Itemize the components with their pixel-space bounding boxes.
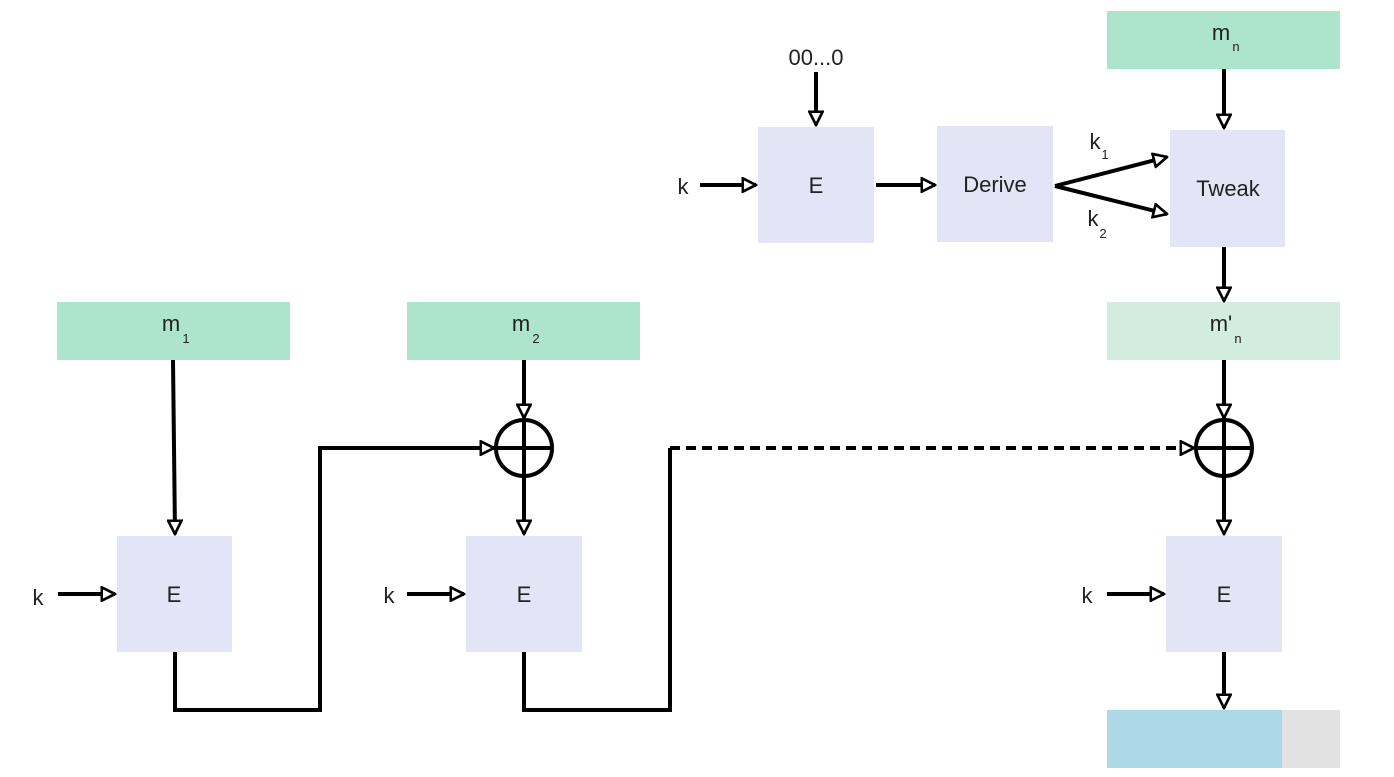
k2-subscript: 2 [1099, 226, 1106, 241]
k2-label: k [1088, 206, 1100, 231]
arrow-m1-to-e1 [173, 359, 175, 534]
k-label: k [678, 174, 690, 199]
message-block-n [1107, 11, 1340, 69]
tweak-label: Tweak [1196, 176, 1261, 201]
message-block-1 [57, 302, 290, 360]
m1-subscript: 1 [182, 331, 189, 346]
m2-label: m [512, 311, 530, 336]
message-block-2 [407, 302, 640, 360]
e-label: E [167, 582, 182, 607]
mprime-subscript: n [1234, 331, 1241, 346]
k-label: k [1082, 583, 1094, 608]
k-label: k [33, 585, 45, 610]
mn-subscript: n [1232, 39, 1239, 54]
k-label: k [384, 583, 396, 608]
k1-label: k [1090, 129, 1102, 154]
arrow-k2 [1054, 184, 1167, 214]
mprime-label: m' [1210, 311, 1233, 336]
e-label: E [809, 173, 824, 198]
tweak-block [1170, 130, 1285, 247]
mn-label: m [1212, 20, 1230, 45]
e-label: E [1217, 582, 1232, 607]
encrypt-block-2 [466, 536, 582, 652]
output-padding [1282, 710, 1340, 768]
derive-label: Derive [963, 172, 1027, 197]
output-tag [1107, 710, 1282, 768]
encrypt-block-1 [117, 536, 232, 652]
encrypt-block-n [1166, 536, 1282, 652]
chain-e2-out [522, 448, 672, 712]
tweaked-message-block-n [1107, 302, 1340, 360]
arrow-k1 [1054, 157, 1167, 188]
m2-subscript: 2 [532, 331, 539, 346]
xor-icon [1194, 418, 1254, 478]
derive-block [937, 126, 1053, 242]
xor-icon [494, 418, 554, 478]
m1-label: m [162, 311, 180, 336]
zeros-label: 00...0 [788, 45, 843, 70]
encrypt-block-top [758, 127, 874, 243]
chain-e1-to-xor2 [173, 448, 494, 712]
k1-subscript: 1 [1101, 147, 1108, 162]
e-label: E [517, 582, 532, 607]
